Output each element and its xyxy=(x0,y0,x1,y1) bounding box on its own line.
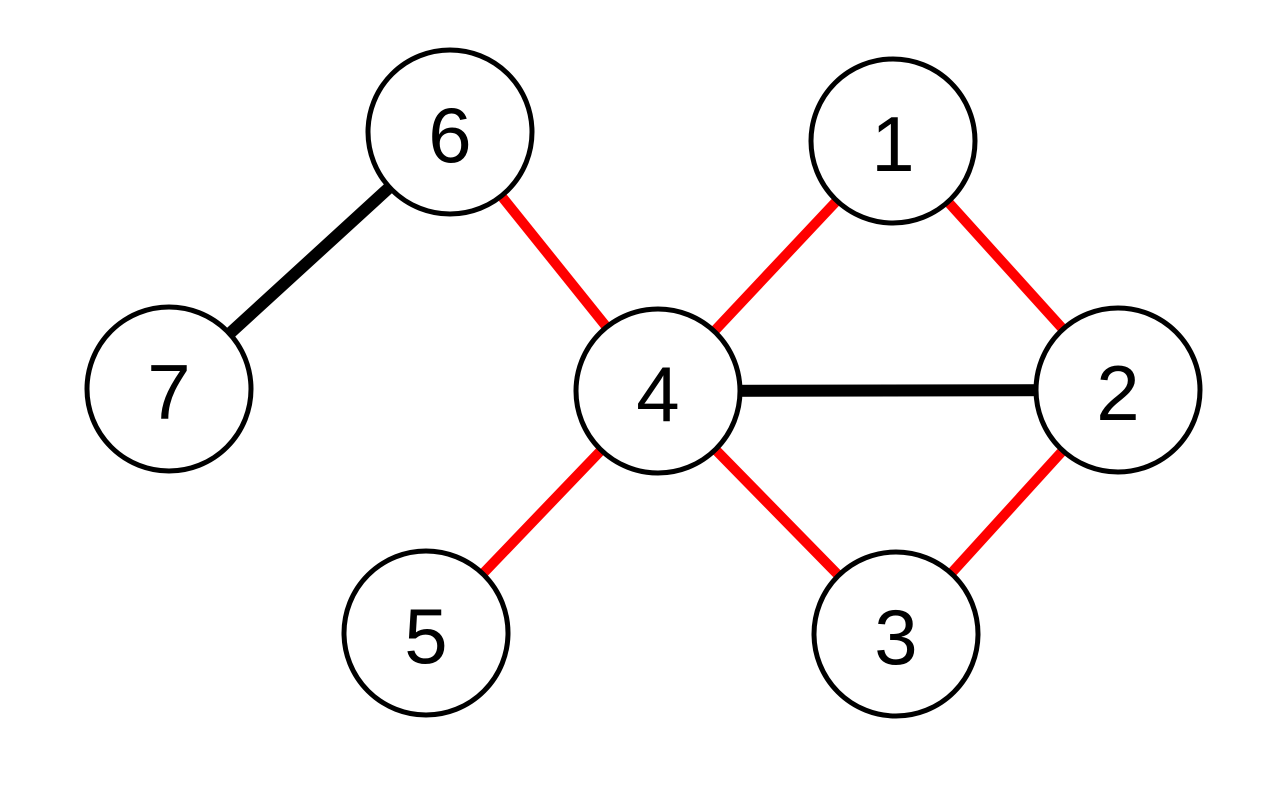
node-circle-4 xyxy=(573,306,743,476)
node-2: 2 xyxy=(1033,305,1203,475)
node-circle-6 xyxy=(365,47,535,217)
node-circle-5 xyxy=(341,548,511,718)
node-circle-2 xyxy=(1033,305,1203,475)
node-7: 7 xyxy=(84,304,254,474)
node-label-2: 2 xyxy=(1096,349,1139,437)
node-circle-3 xyxy=(811,549,981,719)
node-label-3: 3 xyxy=(874,593,917,681)
node-6: 6 xyxy=(365,47,535,217)
node-3: 3 xyxy=(811,549,981,719)
node-circle-1 xyxy=(808,56,978,226)
node-circle-7 xyxy=(84,304,254,474)
node-label-5: 5 xyxy=(404,592,447,680)
node-label-6: 6 xyxy=(428,91,471,179)
node-4: 4 xyxy=(573,306,743,476)
node-5: 5 xyxy=(341,548,511,718)
node-label-4: 4 xyxy=(636,350,679,438)
node-1: 1 xyxy=(808,56,978,226)
node-label-1: 1 xyxy=(871,100,914,188)
node-label-7: 7 xyxy=(147,348,190,436)
